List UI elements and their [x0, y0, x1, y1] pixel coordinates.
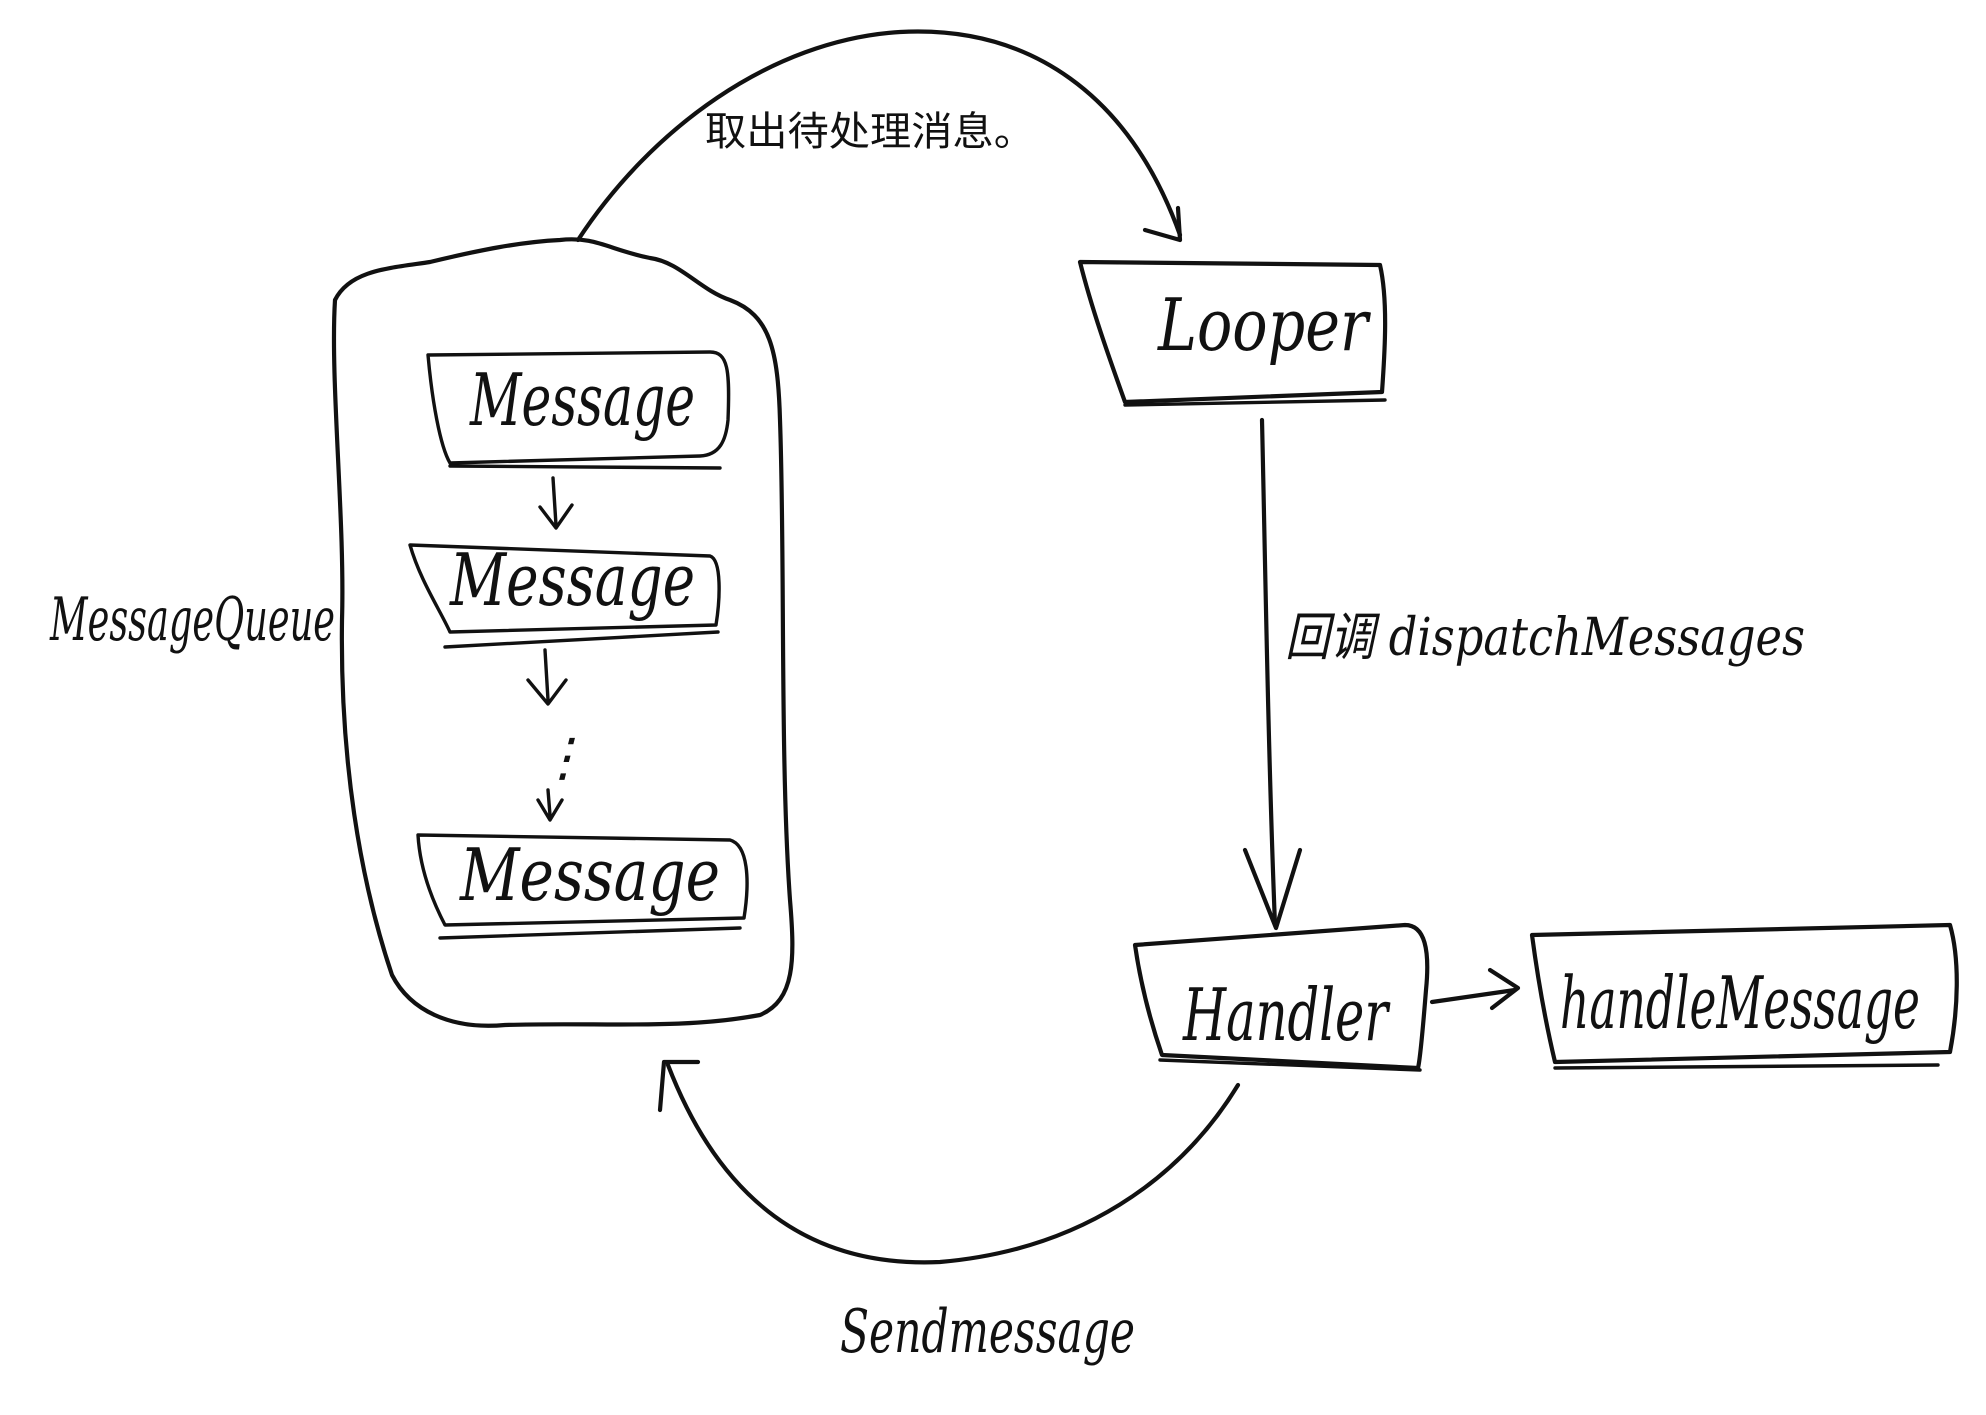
message-label-3: Message [458, 833, 720, 917]
message-box-2 [408, 543, 721, 634]
message-queue-label: MessageQueue [49, 585, 335, 655]
arc-handler-to-queue-head [657, 1059, 701, 1113]
looper-label: Looper [1156, 283, 1371, 367]
handler-box [1132, 922, 1430, 1071]
message-arrow-1 [538, 476, 574, 530]
handlemessage-box [1529, 922, 1959, 1065]
arc-queue-to-looper-head [1142, 205, 1183, 243]
message-arrow-3 [536, 788, 564, 822]
arrow-looper-to-handler-head [1242, 847, 1303, 931]
arrow-looper-to-handler-label: 回调 dispatchMessages [1285, 608, 1805, 668]
message-label-1: Message [469, 358, 695, 442]
message-box-1 [426, 350, 731, 465]
message-arrow-2 [526, 648, 568, 706]
arc-handler-to-queue-label: Sendmessage [840, 1297, 1135, 1367]
arc-queue-to-looper-label: 取出待处理消息。 [705, 109, 1035, 155]
arc-queue-to-looper [575, 29, 1183, 243]
looper-box [1077, 259, 1388, 405]
message-label-2: Message [448, 538, 695, 622]
arrow-handler-to-handlemessage [1429, 967, 1521, 1011]
message-box-3 [416, 833, 749, 927]
arrow-looper-to-handler [1259, 417, 1278, 928]
arc-handler-to-queue [665, 1062, 1241, 1265]
handler-label: Handler [1182, 973, 1391, 1057]
message-ellipsis: ⋮ [537, 728, 589, 788]
handlemessage-label: handleMessage [1560, 961, 1920, 1045]
